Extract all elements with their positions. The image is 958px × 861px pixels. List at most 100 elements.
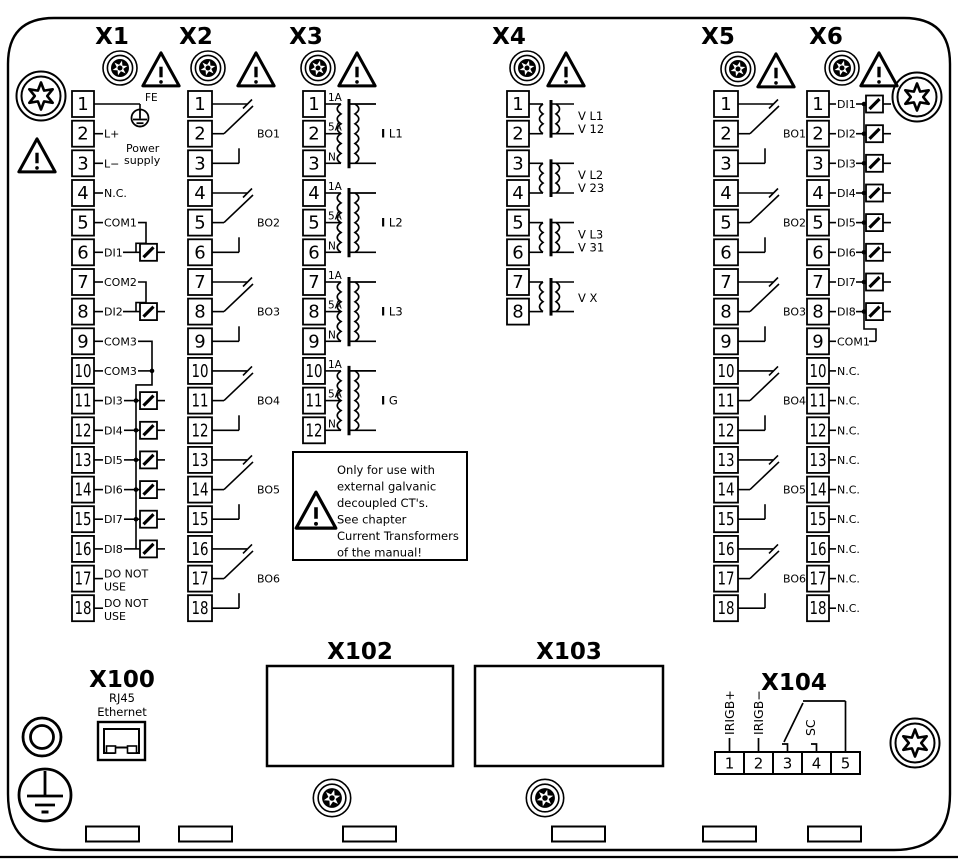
X6-terminal-9 [806,327,830,356]
opto-stripe [868,186,881,200]
X6-terminal-3 [806,149,830,178]
torx-screw-icon [300,50,336,86]
contact-arm [749,105,780,135]
X2-terminal-15 [187,505,213,534]
warning-line-4: See chapter [337,513,407,527]
X2-terminal-number-4: 4 [194,183,205,204]
X5-terminal-17 [713,564,739,593]
contact-tick [242,187,253,199]
contact-tick [768,543,779,554]
X3-tap-label-N: N [328,240,336,252]
X104-label-irigb-plus: IRIGB+ [722,690,737,735]
X1-label-COM3: COM3 [104,365,137,378]
X1-terminal-number-12: 12 [75,420,92,441]
X4-terminal-number-1: 1 [512,94,523,115]
contact-arm [749,372,780,402]
contact-tick [768,187,779,199]
shape [839,65,845,71]
X3-tap-label-N: N [328,151,336,163]
X2-label-BO1: BO1 [257,128,280,141]
X2-terminal-number-5: 5 [194,213,205,234]
X5-terminal-14 [713,475,739,504]
X1-terminal-9 [71,327,95,356]
contact-tick [242,98,253,110]
X2-terminal-number-3: 3 [194,153,205,174]
X2-terminal-7 [187,268,213,296]
X3-terminal-3 [302,149,326,178]
X2-terminal-11 [187,386,213,415]
X6-terminal-14 [806,475,830,504]
X6-terminal-16 [806,535,830,563]
X5-terminal-2 [713,119,739,148]
X5-terminal-5 [713,208,739,237]
shape [35,166,39,170]
X3-terminal-number-1: 1 [308,94,319,115]
rj45-contact-pad [105,745,117,754]
contact-tick [768,454,779,465]
winding-coil [353,370,360,432]
contact-tick [768,98,779,110]
X2-terminal-13 [187,445,213,474]
X2-terminal-2 [187,119,213,148]
contact-arm [749,461,780,491]
X6-terminal-number-4: 4 [812,183,823,204]
x1-title: X1 [95,24,129,50]
X5-label-BO4: BO4 [783,395,806,408]
X2-terminal-1 [187,90,213,118]
winding-coil [538,281,545,313]
X6-terminal-number-7: 7 [812,272,823,293]
X5-terminal-3 [713,149,739,178]
X1-label-COM1: COM1 [104,217,137,230]
X6-label-COM1-9: COM1 [837,335,870,348]
X6-terminal-number-18: 18 [810,598,827,619]
contact-tick [242,365,253,376]
X1-label-DI7: DI7 [104,513,123,526]
x3-label-phase: L3 [385,305,402,319]
power-supply-label-line2: supply [124,154,161,167]
X3-tap-label-1A: 1A [328,359,343,371]
X3-terminal-number-9: 9 [308,331,319,352]
X2-label-BO3: BO3 [257,306,280,319]
X1-label-FE: FE [145,92,158,104]
X2-terminal-number-6: 6 [194,242,205,263]
X6-terminal-17 [806,564,830,593]
X6-label-N.C.-16: N.C. [837,543,860,556]
X2-terminal-17 [187,564,213,593]
X6-terminal-number-9: 9 [812,331,823,352]
X104-terminal-number-4: 4 [812,755,822,773]
X3-tap-label-1A: 1A [328,181,343,193]
shape [564,80,568,84]
X1-terminal-number-4: 4 [77,183,88,204]
X3-tap-label-1A: 1A [328,270,343,282]
X1-terminal-1 [71,90,95,118]
vent-slot [85,825,140,843]
X6-terminal-6 [806,238,830,267]
shape [29,724,55,750]
X1-label-DI5: DI5 [104,454,123,467]
wire-path [138,340,153,371]
X1-label-DI3: DI3 [104,395,123,408]
X4-terminal-number-7: 7 [512,272,523,293]
X1-label-L+: L+ [104,128,119,141]
X6-label-N.C.-17: N.C. [837,573,860,586]
contact-tick [242,276,253,288]
x3-title: X3 [289,24,323,50]
X1-terminal-number-14: 14 [75,480,92,501]
opto-stripe [868,305,881,318]
X3-terminal-number-8: 8 [308,302,319,323]
shape [106,54,134,82]
X6-terminal-1 [806,90,830,118]
X4-input-label: V L3 [578,227,603,241]
x3-label-symbol: I [381,394,385,408]
X6-label-N.C.-12: N.C. [837,424,860,437]
vent-slot [342,825,397,843]
opto-stripe [142,513,155,526]
wire-path [135,370,153,549]
X3-terminal-7 [302,268,326,296]
shape [314,521,318,526]
x103-title: X103 [536,639,602,665]
opto-stripe [142,453,155,467]
X1-terminal-2 [71,119,95,148]
